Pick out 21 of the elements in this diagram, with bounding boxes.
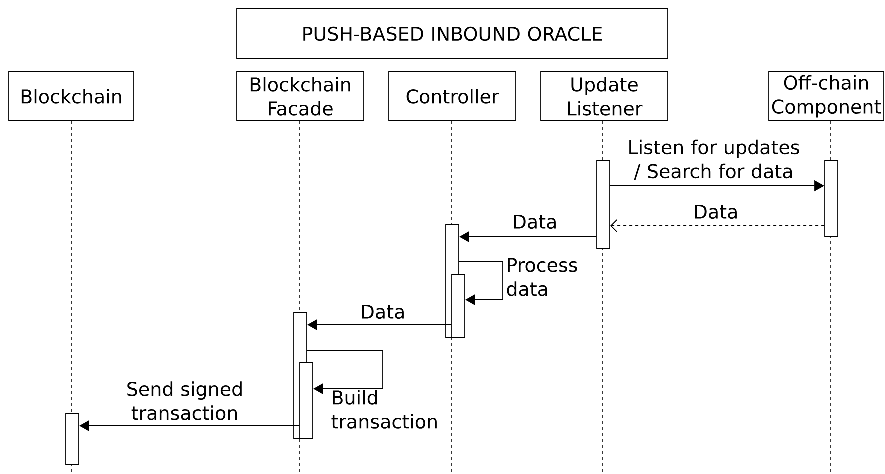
activation-bar [824, 160, 838, 238]
participant-box: Blockchain [8, 72, 134, 122]
message-label: Data [695, 204, 737, 220]
return-arrow [610, 220, 825, 232]
activation-bar [300, 362, 314, 440]
message-label: Data [514, 214, 556, 230]
self-message-arrow [459, 262, 504, 306]
message-label: Data [362, 304, 404, 320]
activation-bar [452, 274, 466, 338]
message-label: Build transaction [332, 390, 437, 429]
title-box: PUSH-BASED INBOUND ORACLE [236, 8, 668, 60]
message-label: Send signed transaction [128, 382, 242, 420]
participant-box: Controller [388, 72, 516, 122]
participant-box: Update Listener [540, 72, 668, 122]
activation-bar [66, 414, 80, 466]
self-message-arrow [307, 350, 384, 395]
participant-box: Off-chain Component [768, 72, 884, 122]
participant-box: Blockchain Facade [236, 72, 364, 122]
activation-bar [596, 160, 610, 250]
message-label: Listen for updates / Search for data [630, 140, 800, 180]
message-label: Process data [507, 258, 578, 296]
